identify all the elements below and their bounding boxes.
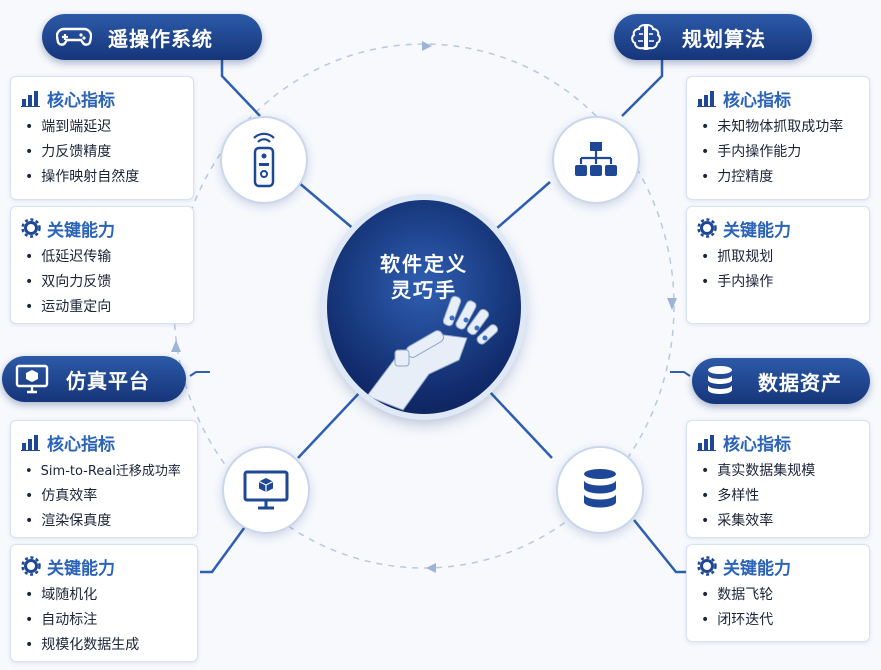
metrics-card-data-assets: 核心指标 真实数据集规模 多样性 采集效率 [686, 420, 870, 538]
module-pill-data-assets: 数据资产 [692, 358, 870, 404]
connector [189, 371, 210, 377]
node-teleoperation [220, 116, 308, 204]
bar-chart-icon [21, 435, 40, 451]
module-pill-planning: 规划算法 [614, 14, 812, 60]
monitor-cube-icon [12, 359, 52, 399]
capabilities-heading: 关键能力 [47, 558, 115, 579]
capability-item: 数据飞轮 [701, 583, 869, 608]
monitor-cube-icon [243, 470, 289, 510]
module-title: 数据资产 [758, 370, 842, 395]
brain-icon [626, 17, 666, 57]
node-planning [552, 116, 640, 204]
hierarchy-icon [575, 142, 617, 176]
bar-chart-icon [697, 435, 716, 451]
module-title: 规划算法 [682, 26, 766, 51]
gear-icon [21, 556, 41, 576]
bar-chart-icon [21, 91, 40, 107]
metrics-heading: 核心指标 [723, 90, 791, 111]
gamepad-icon [54, 17, 94, 57]
robotic-hand-illustration [366, 295, 499, 411]
metric-item: 采集效率 [701, 509, 869, 534]
database-icon [584, 469, 616, 508]
capabilities-heading: 关键能力 [47, 220, 115, 241]
capabilities-heading: 关键能力 [723, 558, 791, 579]
metric-item: 渲染保真度 [25, 509, 197, 534]
connector [200, 519, 252, 574]
connector [633, 519, 690, 574]
bar-chart-icon [697, 91, 716, 107]
capability-item: 手内操作 [701, 270, 869, 295]
metric-item: Sim-to-Real迁移成功率 [25, 459, 197, 484]
center-title-line1: 软件定义 [380, 252, 468, 276]
capabilities-card-simulation: 关键能力 域随机化 自动标注 规模化数据生成 [10, 544, 198, 662]
capabilities-card-teleoperation: 关键能力 低延迟传输 双向力反馈 运动重定向 [10, 206, 194, 324]
metric-item: 操作映射自然度 [25, 165, 193, 190]
capabilities-heading: 关键能力 [723, 220, 791, 241]
spoke [487, 389, 553, 459]
metrics-card-simulation: 核心指标 Sim-to-Real迁移成功率 仿真效率 渲染保真度 [10, 420, 198, 538]
metrics-card-teleoperation: 核心指标 端到端延迟 力反馈精度 操作映射自然度 [10, 76, 194, 200]
orbit-arrow [426, 563, 436, 573]
center-title-line2: 灵巧手 [391, 278, 457, 302]
spoke [487, 181, 551, 237]
capability-item: 域随机化 [25, 583, 197, 608]
gear-icon [697, 556, 717, 576]
connector [670, 371, 691, 377]
capability-item: 低延迟传输 [25, 245, 193, 270]
spoke [297, 389, 363, 459]
orbit-arrow [171, 340, 181, 352]
metric-item: 力控精度 [701, 165, 869, 190]
capability-item: 抓取规划 [701, 245, 869, 270]
metrics-heading: 核心指标 [47, 90, 115, 111]
metrics-heading: 核心指标 [723, 434, 791, 455]
module-title: 仿真平台 [66, 368, 150, 393]
capability-item: 自动标注 [25, 608, 197, 633]
capabilities-card-planning: 关键能力 抓取规划 手内操作 [686, 206, 870, 324]
metrics-heading: 核心指标 [47, 434, 115, 455]
center-core: 软件定义 灵巧手 [327, 200, 521, 414]
metric-item: 未知物体抓取成功率 [701, 115, 869, 140]
gear-icon [21, 218, 41, 238]
orbit-arrow [422, 41, 432, 51]
connector [220, 60, 261, 117]
connector [621, 60, 664, 117]
metric-item: 多样性 [701, 484, 869, 509]
spoke [297, 181, 363, 237]
metric-item: 端到端延迟 [25, 115, 193, 140]
metric-item: 手内操作能力 [701, 140, 869, 165]
gear-icon [697, 218, 717, 238]
module-title: 遥操作系统 [108, 26, 213, 51]
module-pill-simulation: 仿真平台 [2, 356, 186, 402]
node-simulation [222, 446, 310, 534]
database-icon [700, 361, 740, 401]
metrics-card-planning: 核心指标 未知物体抓取成功率 手内操作能力 力控精度 [686, 76, 870, 200]
remote-control-icon [253, 132, 275, 188]
metric-item: 真实数据集规模 [701, 459, 869, 484]
capability-item: 双向力反馈 [25, 270, 193, 295]
node-data-assets [556, 446, 644, 534]
module-pill-teleoperation: 遥操作系统 [42, 14, 262, 60]
metric-item: 仿真效率 [25, 484, 197, 509]
metric-item: 力反馈精度 [25, 140, 193, 165]
capability-item: 规模化数据生成 [25, 633, 197, 658]
capabilities-card-data-assets: 关键能力 数据飞轮 闭环迭代 [686, 544, 870, 642]
orbit-arrow [667, 298, 677, 310]
capability-item: 运动重定向 [25, 295, 193, 320]
capability-item: 闭环迭代 [701, 608, 869, 633]
